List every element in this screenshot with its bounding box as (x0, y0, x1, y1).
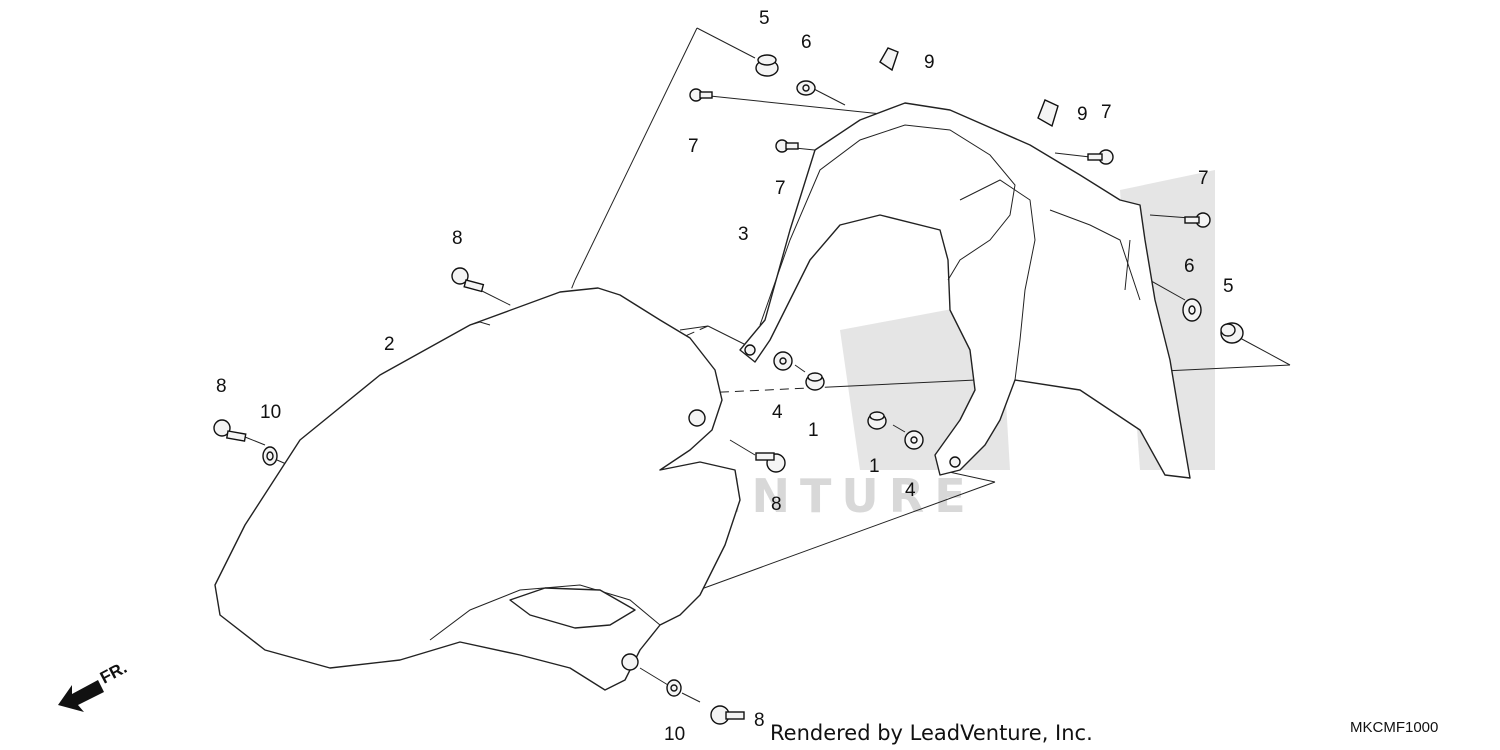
callout-6-lower[interactable]: 6 (1184, 256, 1195, 277)
callout-5-upper[interactable]: 5 (759, 8, 770, 29)
callout-8-b[interactable]: 8 (216, 376, 227, 397)
callout-9-lower[interactable]: 9 (1077, 104, 1088, 125)
fender-mount-hole-icon (744, 344, 756, 356)
washer-4-a-icon[interactable] (773, 351, 793, 371)
callout-9-upper[interactable]: 9 (924, 52, 935, 73)
callout-8-c[interactable]: 8 (771, 494, 782, 515)
front-fender-part-2[interactable] (214, 287, 741, 691)
front-direction-arrow: FR. (58, 658, 130, 712)
callout-7-b[interactable]: 7 (775, 178, 786, 199)
callout-8-d[interactable]: 8 (754, 710, 765, 731)
collar-6-upper-icon[interactable] (796, 80, 816, 96)
callout-10-b[interactable]: 10 (664, 724, 685, 745)
arrow-icon (58, 680, 104, 712)
screw-7-c-icon[interactable] (1087, 149, 1114, 165)
callout-2[interactable]: 2 (384, 334, 395, 355)
bolt-8-a-icon[interactable] (451, 267, 485, 293)
callout-8-a[interactable]: 8 (452, 228, 463, 249)
fender-mount-hole-icon (949, 456, 961, 468)
front-direction-label: FR. (97, 658, 130, 688)
fender-mount-hole-icon (621, 653, 639, 671)
grommet-5-lower-icon[interactable] (1220, 322, 1244, 344)
callout-3[interactable]: 3 (738, 224, 749, 245)
collar-1-b-icon[interactable] (867, 411, 887, 430)
callout-labels: 5 6 9 7 9 7 7 3 7 8 6 5 2 8 10 4 1 1 4 8… (216, 8, 1234, 745)
collar-6-lower-icon[interactable] (1182, 298, 1202, 322)
callout-7-a[interactable]: 7 (688, 136, 699, 157)
callout-4-a[interactable]: 4 (772, 402, 783, 423)
callout-1-a[interactable]: 1 (808, 420, 819, 441)
render-credit: Rendered by LeadVenture, Inc. (770, 721, 1093, 745)
bolt-8-b-icon[interactable] (213, 419, 247, 442)
diagram-code: MKCMF1000 (1350, 719, 1438, 736)
bolt-8-c-icon[interactable] (755, 452, 786, 473)
washer-10-b-icon[interactable] (666, 679, 682, 697)
screw-7-d-icon[interactable] (1184, 212, 1211, 228)
callout-1-b[interactable]: 1 (869, 456, 880, 477)
inner-fender-part-3[interactable] (739, 102, 1191, 479)
clip-nut-9-upper-icon[interactable] (879, 47, 899, 72)
callout-5-lower[interactable]: 5 (1223, 276, 1234, 297)
grommet-5-upper-icon[interactable] (755, 54, 779, 77)
callout-4-b[interactable]: 4 (905, 480, 916, 501)
clip-nut-9-lower-icon[interactable] (1037, 99, 1059, 128)
callout-10-a[interactable]: 10 (260, 402, 281, 423)
bolt-8-d-icon[interactable] (710, 705, 745, 725)
washer-4-b-icon[interactable] (904, 430, 924, 450)
fender-mount-hole-icon (688, 409, 706, 427)
callout-7-c[interactable]: 7 (1101, 102, 1112, 123)
callout-7-d[interactable]: 7 (1198, 168, 1209, 189)
collar-1-a-icon[interactable] (805, 372, 825, 391)
screw-7-b-icon[interactable] (775, 139, 799, 153)
callout-6-upper[interactable]: 6 (801, 32, 812, 53)
washer-10-a-icon[interactable] (262, 446, 278, 466)
hardware (213, 47, 1244, 725)
screw-7-a-icon[interactable] (689, 88, 713, 102)
